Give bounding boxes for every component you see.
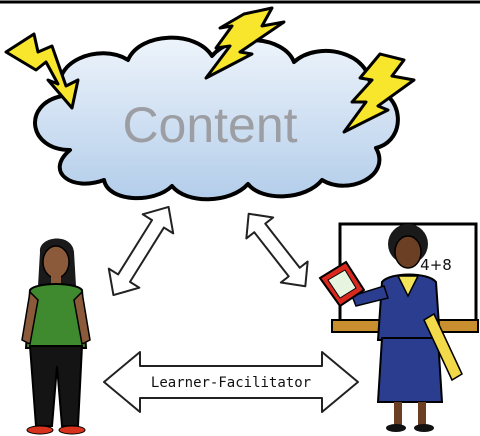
learner-facilitator-label: Learner-Facilitator <box>151 375 311 391</box>
facilitator-shoe-right <box>414 424 434 432</box>
arrow-facilitator-content <box>245 212 309 288</box>
learner-pants <box>28 345 84 427</box>
lightning-bolt-right <box>342 52 416 134</box>
ruler <box>423 312 463 382</box>
content-cloud: Content <box>33 35 400 202</box>
lightning-bolt-left <box>4 32 80 110</box>
facilitator-figure <box>318 224 463 432</box>
arrow-learner-content <box>107 205 175 297</box>
whiteboard-text: 4+8 <box>420 256 452 274</box>
learner-shoe-left <box>26 425 54 435</box>
facilitator-shoe-left <box>386 424 406 432</box>
learner-shoe-right <box>58 425 86 435</box>
facilitator-face <box>394 235 422 269</box>
facilitator-skirt <box>376 337 444 403</box>
learner-face <box>42 245 70 279</box>
learner-figure <box>21 238 91 435</box>
cloud-label: Content <box>122 97 297 153</box>
lightning-bolt-top <box>204 6 286 80</box>
facilitator-collar <box>396 275 420 298</box>
arrow-learner-facilitator: Learner-Facilitator <box>103 351 359 413</box>
